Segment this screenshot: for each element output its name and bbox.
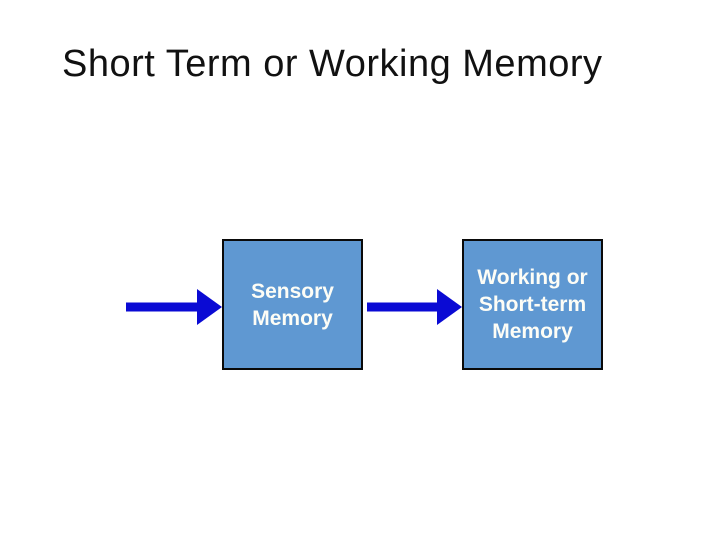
- box-working-short-term-memory-label: Working or Short-term Memory: [477, 266, 588, 343]
- slide-title: Short Term or Working Memory: [62, 43, 603, 85]
- arrow-right-icon: [366, 288, 462, 326]
- box-working-short-term-memory: Working or Short-term Memory: [462, 239, 603, 370]
- arrow-right-icon: [124, 288, 222, 326]
- box-sensory-memory-label: Sensory Memory: [251, 279, 334, 330]
- box-sensory-memory: Sensory Memory: [222, 239, 363, 370]
